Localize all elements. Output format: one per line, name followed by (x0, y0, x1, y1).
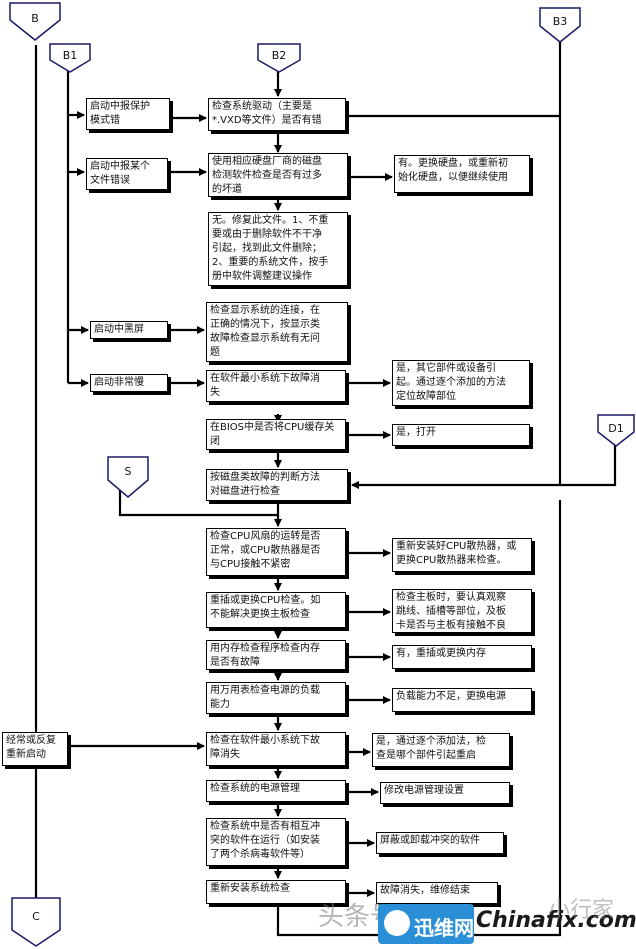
connector-b-label: B (31, 12, 39, 25)
connector-d1-label: D1 (608, 422, 623, 435)
watermark-xunleng: 迅维网 (414, 916, 474, 940)
box-yes-open: 是，打开 (392, 424, 530, 446)
box-bios-cache: 在BIOS中是否将CPU缓存关 闭 (206, 419, 346, 450)
box-yes-add-one: 是，通过逐个添加法，检 查是哪个部件引起重启 (372, 733, 510, 767)
box-no-repair-file: 无。修复此文件。1、不重 要或由于删除软件不干净 引起，找到此文件删除； 2、重… (208, 212, 348, 286)
box-reinstall-cooler: 重新安装好CPU散热器，或 更换CPU散热器来检查。 (392, 538, 532, 572)
box-driver-check: 检查系统驱动（主要是 *.VXD等文件）是否有错 (208, 98, 346, 131)
box-disk-method: 按磁盘类故障的判断方法 对磁盘进行检查 (206, 469, 348, 501)
box-black-screen: 启动中黑屏 (90, 321, 168, 339)
box-check-board: 检查主板时，要认真观察 跳线、插槽等部位，及板 卡是否与主板有接触不良 (392, 589, 532, 633)
box-reinstall-system: 重新安装系统检查 (206, 880, 346, 904)
box-display-check: 检查显示系统的连接，在 正确的情况下，按显示类 故障检查显示系统有无问 题 (206, 302, 348, 362)
box-protect-mode-error: 启动中报保护 模式错 (86, 98, 170, 130)
connector-d1 (597, 414, 635, 447)
box-cpu-fan: 检查CPU风扇的运转是否 正常，或CPU散热器是否 与CPU接触不紧密 (206, 528, 346, 576)
box-file-error: 启动中报某个 文件错误 (86, 158, 168, 190)
box-replace-power: 负载能力不足，更换电源 (392, 688, 532, 712)
connector-c-label: C (32, 910, 40, 923)
connector-s (107, 456, 149, 498)
box-replace-memory: 有，重插或更换内存 (392, 645, 532, 669)
box-replug-cpu: 重插或更换CPU检查。如 不能解决更换主板检查 (206, 592, 346, 628)
box-replace-disk: 有。更换硬盘，或重新初 始化硬盘，以便继续使用 (394, 155, 530, 193)
box-remove-conflict: 屏蔽或卸载冲突的软件 (376, 832, 504, 854)
watermark-xiaotanjia: 小行家 (548, 898, 615, 923)
xunwei-logo-icon (384, 910, 410, 936)
connector-b3 (539, 7, 581, 43)
connector-b1 (49, 43, 91, 73)
box-min-system-2: 检查在软件最小系统下故 障消失 (206, 732, 346, 766)
connector-b2-label: B2 (272, 49, 287, 62)
box-slow-boot: 启动非常慢 (90, 374, 168, 392)
box-min-system: 在软件最小系统下故障消 失 (206, 370, 346, 402)
box-power-check: 用万用表检查电源的负载 能力 (206, 682, 346, 714)
box-frequent-restart: 经常或反复 重新启动 (2, 732, 68, 766)
connector-b2 (257, 43, 301, 73)
box-conflict-software: 检查系统中是否有相互冲 突的软件在运行（如安装 了两个杀病毒软件等） (206, 818, 346, 866)
connector-c (11, 897, 61, 947)
xunwei-logo: 迅维网 (378, 904, 474, 944)
box-yes-other-parts: 是，其它部件或设备引 起。通过逐个添加的方法 定位故障部位 (392, 360, 530, 406)
connector-b3-label: B3 (553, 15, 568, 28)
box-modify-power-settings: 修改电源管理设置 (380, 782, 510, 804)
box-disk-check: 使用相应硬盘厂商的磁盘 检测软件检查是否有过多 的坏道 (208, 153, 348, 197)
box-power-management: 检查系统的电源管理 (206, 780, 346, 802)
watermark-chinafix: Chinafix.com (476, 908, 636, 933)
connector-b1-label: B1 (63, 49, 78, 62)
box-fault-fixed: 故障消失，维修结束 (376, 882, 498, 904)
connector-b (9, 2, 61, 41)
connector-s-label: S (125, 465, 132, 478)
box-memory-check: 用内存检查程序检查内存 是否有故障 (206, 640, 346, 670)
